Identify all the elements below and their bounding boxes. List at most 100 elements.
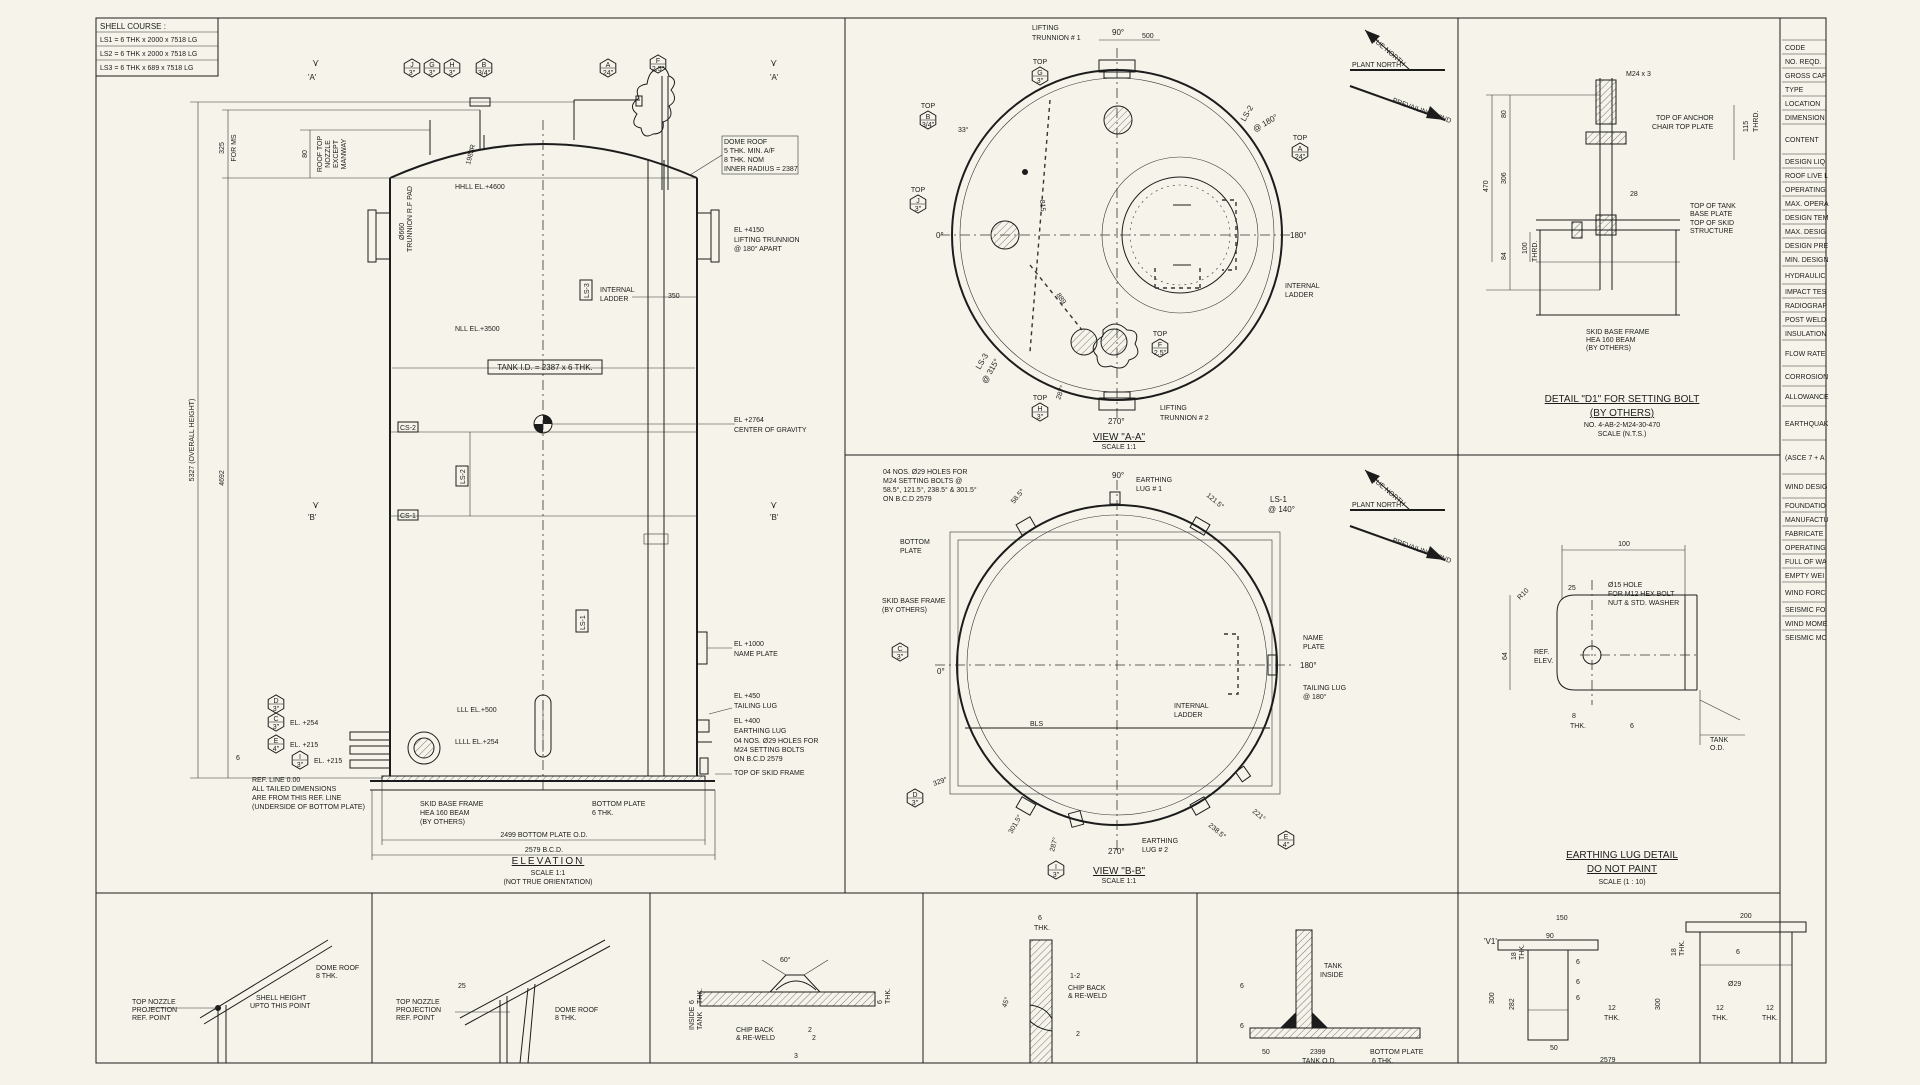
nozzle-tag: E4" bbox=[1277, 830, 1295, 850]
datasheet-row-label: WIND DESIG bbox=[1785, 484, 1827, 491]
detail-label: REF. POINT bbox=[132, 1015, 171, 1022]
skid-top-label: TOP OF SKID bbox=[1690, 220, 1734, 227]
nozzle-tag-text: 3" bbox=[273, 724, 280, 731]
ref-line-label: (UNDERSIDE OF BOTTOM PLATE) bbox=[252, 804, 365, 811]
lll-label: LLL EL.+500 bbox=[457, 707, 497, 714]
datasheet-row-label: DESIGN LIQ bbox=[1785, 159, 1826, 166]
nozzle-tag-text: 3" bbox=[912, 800, 919, 807]
nozzle-tag-text: H bbox=[449, 62, 454, 69]
nozzle-tag-hex bbox=[891, 642, 909, 662]
nozzle-tag-hex bbox=[291, 750, 309, 770]
plant-north-label: PLANT NORTH bbox=[1352, 62, 1401, 69]
internal-ladder-label: LADDER bbox=[1285, 292, 1313, 299]
datasheet-row-label: WIND MOME bbox=[1785, 621, 1828, 628]
elevation-view: TANK I.D. = 2387 x 6 THK. ELEVATION SCAL… bbox=[189, 54, 818, 886]
datasheet-row-label: LOCATION bbox=[1785, 101, 1820, 108]
dim: 84 bbox=[1501, 252, 1508, 260]
earthing-detail-title: EARTHING LUG DETAIL bbox=[1566, 850, 1678, 861]
nozzle-tag: D3" bbox=[906, 788, 924, 808]
holes-note: ON B.C.D 2579 bbox=[734, 756, 783, 763]
holes-note: ON B.C.D 2579 bbox=[883, 496, 932, 503]
bottom-plate-label: PLATE bbox=[900, 548, 922, 555]
detail-label: 150 bbox=[1556, 915, 1568, 922]
dim: 80 bbox=[1501, 110, 1508, 118]
roof-radius: 1983R bbox=[465, 144, 477, 166]
lifting-trunnion-label: LIFTING TRUNNION bbox=[734, 237, 800, 244]
view-bb: TRUE NORTH PLANT NORTH PREVAILING WIND 0… bbox=[882, 469, 1452, 885]
nozzle-tag-text: 24" bbox=[1295, 154, 1306, 161]
nozzle-tag-hex bbox=[1151, 338, 1169, 358]
detail-label: THK. bbox=[885, 988, 892, 1004]
datasheet-row-label: MAX. OPERA bbox=[1785, 201, 1829, 208]
elevation-scale: SCALE 1:1 bbox=[531, 870, 566, 877]
skid-top-label: STRUCTURE bbox=[1690, 228, 1733, 235]
nozzle-tag-text: 4" bbox=[273, 746, 280, 753]
detail-label: 6 THK. bbox=[1372, 1058, 1394, 1065]
detail-label: PROJECTION bbox=[132, 1007, 177, 1014]
view-bb-nozzle-tags: C3"D3"I3"E4" bbox=[891, 642, 1295, 880]
detail-label: 6 bbox=[877, 1000, 884, 1004]
tailing-lug-label: EL +450 bbox=[734, 693, 760, 700]
nozzle-elevation-label: EL. +254 bbox=[290, 720, 318, 727]
detail-d1-subtitle: (BY OTHERS) bbox=[1590, 408, 1654, 419]
nozzle-tag: F2.5"TOP bbox=[1151, 331, 1169, 358]
nozzle-tag-text: D bbox=[273, 698, 278, 705]
detail-label: 25 bbox=[458, 983, 466, 990]
ref-elev: REF. bbox=[1534, 649, 1549, 656]
name-plate-label: EL +1000 bbox=[734, 641, 764, 648]
detail-label: DOME ROOF bbox=[316, 965, 359, 972]
ref-line-label: ARE FROM THIS REF. LINE bbox=[252, 795, 342, 802]
top-skid-label: TOP OF SKID FRAME bbox=[734, 770, 805, 777]
datasheet-row-label: RADIOGRAP bbox=[1785, 303, 1827, 310]
nozzle-tag-text: 2.5" bbox=[652, 66, 665, 73]
lifting-trunnion-2: LIFTING bbox=[1160, 405, 1187, 412]
detail-label: 2 bbox=[808, 1027, 812, 1034]
nll-label: NLL EL.+3500 bbox=[455, 326, 500, 333]
nozzle-tag-text: A bbox=[606, 62, 611, 69]
nozzle-tag-hex bbox=[906, 788, 924, 808]
detail-label: CHIP BACK bbox=[1068, 985, 1106, 992]
dim-500: 500 bbox=[1142, 33, 1154, 40]
detail-label: DOME ROOF bbox=[555, 1007, 598, 1014]
angle-label: 301.5° bbox=[1007, 813, 1024, 835]
ref-elev: ELEV. bbox=[1534, 658, 1553, 665]
dome-roof-label: 8 THK. NOM bbox=[724, 157, 764, 164]
dim-815: 815 bbox=[1038, 200, 1046, 212]
view-bb-scale: SCALE 1:1 bbox=[1102, 878, 1137, 885]
internal-ladder-label: INTERNAL bbox=[1174, 703, 1209, 710]
prevailing-wind-label: PREVAILING WIND bbox=[1391, 537, 1452, 565]
detail-d1-no: NO. 4-AB-2-M24-30-470 bbox=[1584, 422, 1660, 429]
datasheet-row-label: DESIGN PRE bbox=[1785, 243, 1829, 250]
skid-base-label: SKID BASE FRAME bbox=[1586, 329, 1650, 336]
detail-label: REF. POINT bbox=[396, 1015, 435, 1022]
detail-label: 6 bbox=[689, 1000, 696, 1004]
nozzle-tag-text: E bbox=[274, 738, 279, 745]
ls-tag: LS-1 bbox=[580, 615, 587, 630]
earthing-lug-1: EARTHING bbox=[1136, 477, 1172, 484]
ls-tag: LS-2 bbox=[460, 469, 467, 484]
datasheet-row-label: DESIGN TEM bbox=[1785, 215, 1829, 222]
nozzle-tag-hex bbox=[1277, 830, 1295, 850]
prevailing-wind-label: PREVAILING WIND bbox=[1391, 97, 1452, 125]
nozzle-tag-text: 3" bbox=[897, 654, 904, 661]
dim-bottom-plate: 2499 BOTTOM PLATE O.D. bbox=[500, 832, 587, 839]
skid-base-label: (BY OTHERS) bbox=[882, 607, 927, 614]
detail-label: 60° bbox=[780, 956, 791, 964]
skid-base-label: (BY OTHERS) bbox=[1586, 345, 1631, 352]
dim: 470 bbox=[1483, 180, 1490, 192]
datasheet-row-label: TYPE bbox=[1785, 87, 1804, 94]
sheet-frame bbox=[95, 17, 1827, 1064]
section-a-label: 'A' bbox=[308, 73, 317, 82]
section-b-label: 'B' bbox=[308, 513, 317, 522]
tailing-lug-label: @ 180° bbox=[1303, 693, 1327, 701]
elevation-title: ELEVATION bbox=[512, 856, 585, 867]
dim: 115 bbox=[1743, 121, 1750, 132]
detail-label: 12 bbox=[1608, 1005, 1616, 1012]
dim-350: 350 bbox=[668, 293, 680, 300]
detail-label: UPTO THIS POINT bbox=[250, 1003, 311, 1010]
detail-roof-joint-1: TOP NOZZLE PROJECTION REF. POINT SHELL H… bbox=[132, 939, 359, 1063]
roof-top-note: MANWAY bbox=[341, 138, 348, 169]
earthing-lug-label: EL +400 bbox=[734, 718, 760, 725]
detail-label: 'V1' bbox=[1484, 937, 1497, 946]
